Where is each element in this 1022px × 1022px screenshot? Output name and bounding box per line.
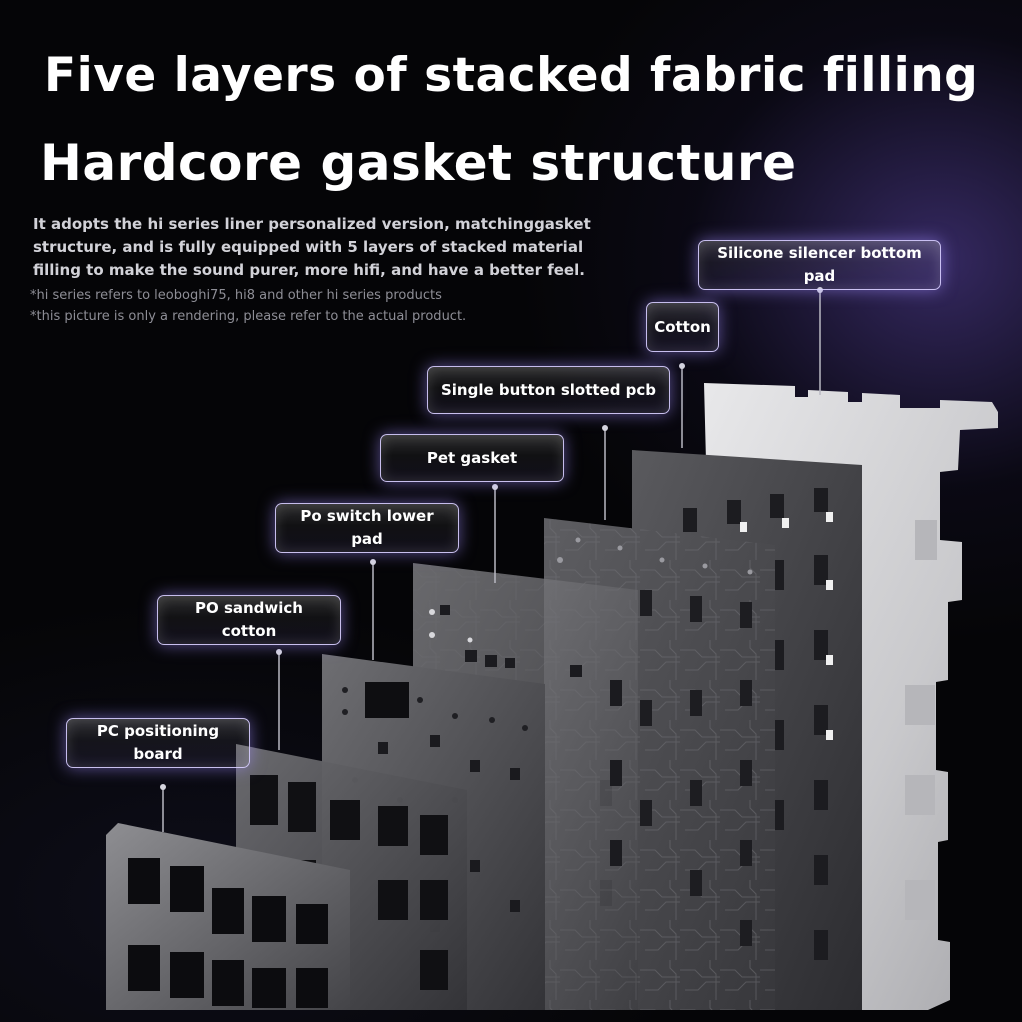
label-po-sandwich-cotton: PO sandwich cotton bbox=[157, 595, 341, 645]
description-text: It adopts the hi series liner personaliz… bbox=[33, 215, 591, 279]
label-pet-gasket: Pet gasket bbox=[380, 434, 564, 482]
layer-pc-board bbox=[106, 823, 350, 1010]
label-pc-positioning-board: PC positioning board bbox=[66, 718, 250, 768]
label-po-switch-lower-pad: Po switch lower pad bbox=[275, 503, 459, 553]
footnote-rendering: *this picture is only a rendering, pleas… bbox=[30, 309, 467, 324]
headline-primary: Five layers of stacked fabric filling bbox=[44, 48, 979, 103]
label-single-button-slotted-pcb: Single button slotted pcb bbox=[427, 366, 670, 414]
label-cotton: Cotton bbox=[646, 302, 719, 352]
headline-secondary: Hardcore gasket structure bbox=[40, 134, 797, 192]
leader-lines bbox=[160, 287, 823, 832]
label-silicone-silencer-pad: Silicone silencer bottom pad bbox=[698, 240, 941, 290]
footnote-series: *hi series refers to leoboghi75, hi8 and… bbox=[30, 288, 442, 303]
